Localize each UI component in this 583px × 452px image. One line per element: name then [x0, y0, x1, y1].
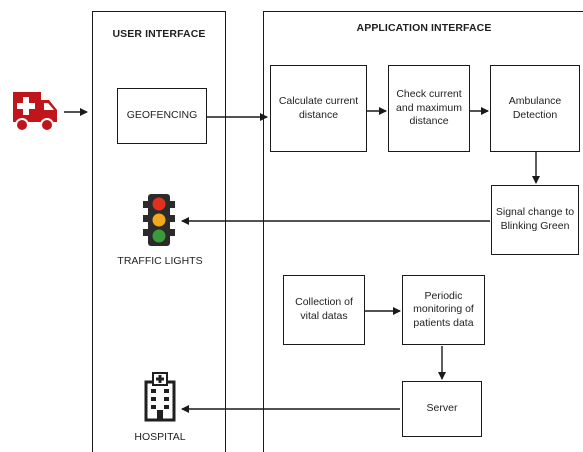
- traffic-lights-label: TRAFFIC LIGHTS: [117, 255, 203, 267]
- application-interface-panel: APPLICATION INTERFACE: [263, 11, 583, 452]
- periodic-monitoring-box: Periodic monitoring of patients data: [402, 275, 485, 345]
- application-interface-title: APPLICATION INTERFACE: [356, 22, 492, 34]
- user-interface-panel: USER INTERFACE: [92, 11, 226, 452]
- signal-change-box: Signal change to Blinking Green: [491, 185, 579, 255]
- traffic-light-icon: [143, 194, 175, 246]
- calculate-distance-box: Calculate current distance: [270, 65, 367, 152]
- geofencing-box: GEOFENCING: [117, 88, 207, 144]
- user-interface-title: USER INTERFACE: [112, 28, 206, 40]
- server-box: Server: [402, 381, 482, 437]
- hospital-building-icon: [144, 372, 176, 422]
- hospital-label: HOSPITAL: [134, 431, 186, 443]
- ambulance-detection-box: Ambulance Detection: [490, 65, 580, 152]
- ambulance-icon: [13, 92, 57, 132]
- collection-vital-data-box: Collection of vital datas: [283, 275, 365, 345]
- check-distance-box: Check current and maximum distance: [388, 65, 470, 152]
